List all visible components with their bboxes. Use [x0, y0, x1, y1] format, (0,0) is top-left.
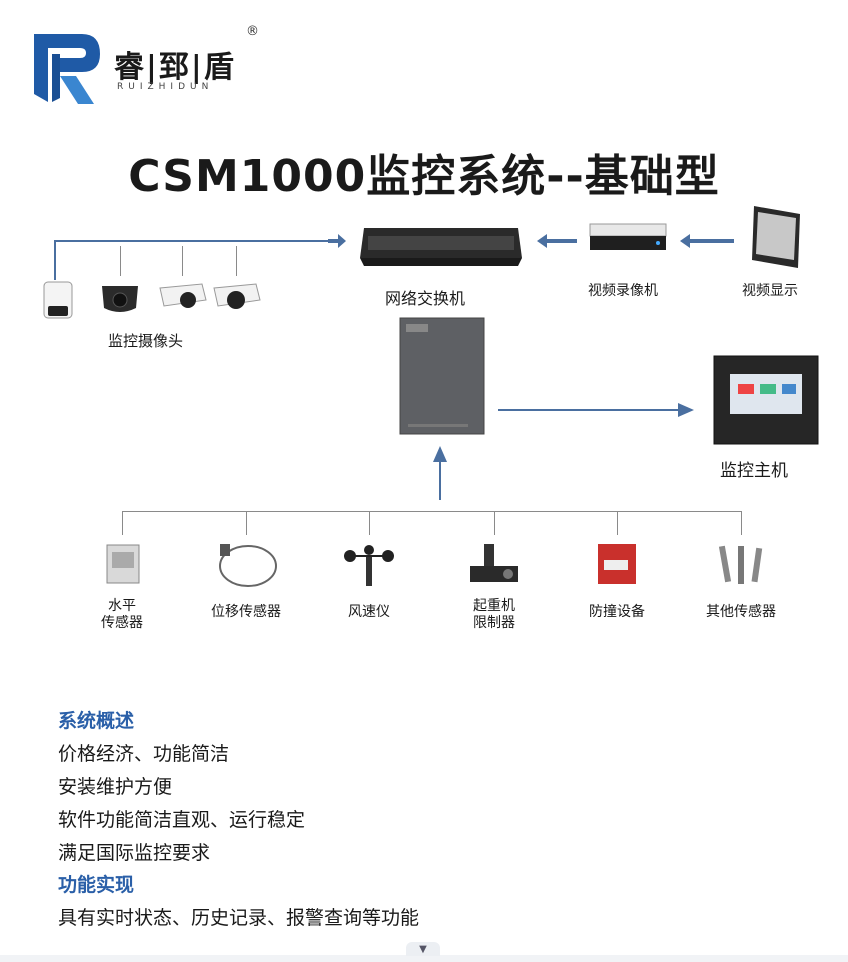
sensor-label: 防撞设备 — [589, 604, 645, 620]
arrow-to-host-line — [498, 409, 682, 411]
overview-line: 满足国际监控要求 — [58, 842, 211, 864]
arrow-to-switch-icon — [537, 234, 577, 248]
monitor-display-icon — [752, 206, 800, 268]
display-label: 视频显示 — [742, 283, 798, 299]
sensor-label: 起重机 限制器 — [473, 598, 515, 631]
bottom-bar — [0, 955, 848, 962]
sensor-drop-line — [122, 511, 123, 535]
arrow-to-host-icon — [678, 403, 694, 417]
brand-logo-icon — [34, 34, 100, 104]
displacement-sensor-icon — [219, 544, 277, 587]
sensor-drop-line — [617, 511, 618, 535]
host-label: 监控主机 — [720, 461, 788, 481]
bullet-camera-icon — [213, 283, 261, 309]
page-title: CSM1000监控系统--基础型 — [128, 151, 720, 202]
overview-line: 软件功能简洁直观、运行稳定 — [58, 809, 306, 831]
bullet-camera-icon — [43, 281, 73, 319]
brand-pinyin: RUIZHIDUN — [117, 82, 214, 92]
bullet-camera-icon — [159, 283, 207, 308]
other-sensors-icon — [718, 545, 763, 584]
features-heading: 功能实现 — [58, 874, 135, 896]
brand-name: 睿|郅|盾 — [114, 50, 236, 85]
sensor-label: 位移传感器 — [211, 604, 281, 620]
network-switch-icon — [360, 228, 522, 266]
monitoring-host-icon — [713, 355, 819, 445]
camera-drop-line — [236, 246, 237, 276]
registered-mark: ® — [246, 24, 259, 39]
sensor-drop-line — [494, 511, 495, 535]
sensor-drop-line — [369, 511, 370, 535]
system-diagram: 监控摄像头 网络交换机 视频录像机 视频显示 监控主机 — [43, 206, 819, 631]
sensor-label: 风速仪 — [348, 604, 390, 620]
dome-camera-icon — [102, 286, 138, 312]
arrow-to-switch-icon — [328, 234, 346, 248]
nvr-label: 视频录像机 — [588, 283, 658, 299]
overview-line: 价格经济、功能简洁 — [58, 743, 230, 765]
camera-bus-drop — [54, 240, 56, 280]
sensor-bus-line — [122, 511, 741, 512]
sensor-drop-line — [741, 511, 742, 535]
overview-heading: 系统概述 — [58, 710, 135, 732]
overview-line: 安装维护方便 — [58, 776, 173, 798]
arrow-to-controller-line — [439, 460, 441, 500]
crane-limiter-icon — [470, 544, 518, 582]
level-sensor-icon — [106, 544, 140, 584]
camera-drop-line — [120, 246, 121, 276]
switch-label: 网络交换机 — [385, 289, 466, 308]
features-line: 具有实时状态、历史记录、报警查询等功能 — [58, 907, 420, 929]
sensor-label: 其他传感器 — [706, 604, 776, 620]
controller-box-icon — [399, 317, 485, 435]
anti-collision-device-icon — [598, 544, 636, 584]
camera-drop-line — [182, 246, 183, 276]
cameras-label: 监控摄像头 — [108, 332, 184, 350]
arrow-to-controller-icon — [433, 446, 447, 462]
anemometer-icon — [344, 545, 394, 586]
camera-bus-line — [54, 240, 334, 242]
scroll-down-icon[interactable]: ▼ — [406, 942, 440, 956]
video-recorder-icon — [589, 223, 667, 250]
arrow-to-nvr-icon — [680, 234, 734, 248]
sensor-drop-line — [246, 511, 247, 535]
sensor-label: 水平 传感器 — [101, 598, 143, 631]
